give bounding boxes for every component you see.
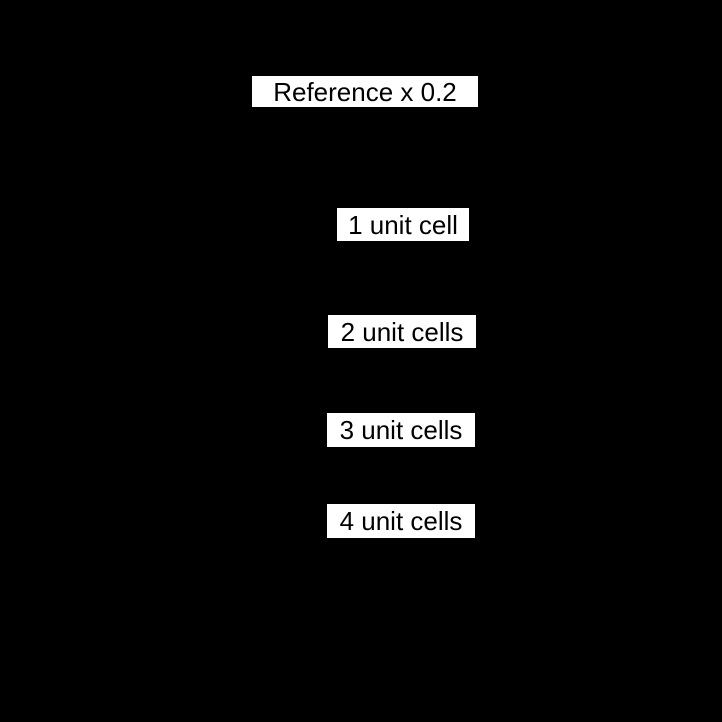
series-annotation-label: 3 unit cells [327, 413, 475, 447]
series-annotation-label: 4 unit cells [327, 504, 475, 538]
series-annotation-label: 1 unit cell [337, 208, 469, 241]
series-annotation-label: Reference x 0.2 [252, 76, 478, 107]
series-annotation-label: 2 unit cells [328, 315, 476, 348]
